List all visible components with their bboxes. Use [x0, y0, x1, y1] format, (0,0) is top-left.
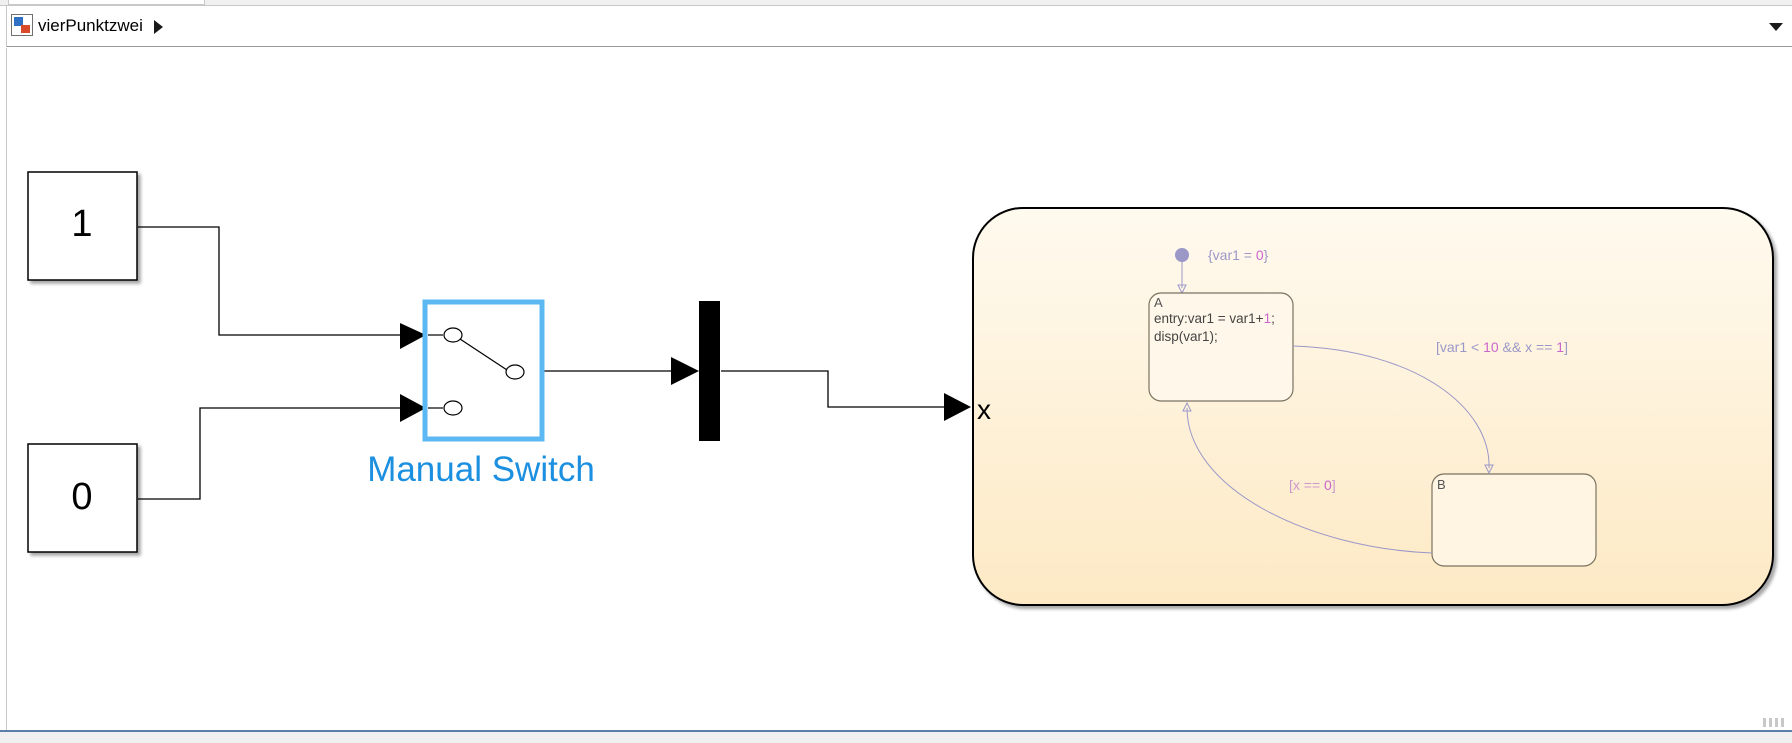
arrowheads [400, 323, 971, 422]
arrowhead-chart-in [944, 393, 971, 421]
transition-a-to-b-label[interactable]: [var1 < 10 && x == 1] [1436, 339, 1568, 355]
arrowhead-mux-in [671, 357, 699, 385]
window-top-strip [0, 0, 1792, 6]
signal-line-const1[interactable] [138, 226, 408, 336]
switch-contact-bottom [443, 400, 463, 416]
state-b[interactable]: B [1431, 473, 1597, 567]
manual-switch-block[interactable]: Manual Switch [367, 299, 595, 489]
signal-line-mux-out[interactable] [721, 370, 953, 408]
diagram-svg: 1 0 Manual Switch x {var1 [27, 171, 1774, 606]
signal-line-const0[interactable] [138, 407, 408, 500]
model-icon [11, 14, 33, 36]
switch-lever [459, 338, 508, 371]
explorer-bar-menu-icon[interactable] [1769, 23, 1783, 31]
arrowhead-switch-in2 [400, 394, 426, 422]
state-b-name: B [1437, 477, 1446, 492]
window-tab[interactable] [8, 0, 205, 5]
constant-block-1[interactable]: 1 [27, 171, 138, 281]
state-a-entry-action: entry:var1 = var1+1; [1154, 311, 1275, 326]
breadcrumb: vierPunktzwei [6, 6, 1792, 47]
resize-grip-icon[interactable] [1762, 716, 1788, 728]
chart-input-port-label: x [977, 394, 991, 425]
manual-switch-label: Manual Switch [367, 450, 595, 489]
transition-b-to-a-label[interactable]: [x == 0] [1289, 477, 1336, 493]
status-bar [0, 730, 1792, 743]
transition-b-to-a[interactable] [1186, 407, 1433, 554]
arrowhead-switch-in1 [400, 323, 426, 349]
breadcrumb-model-name[interactable]: vierPunktzwei [38, 16, 143, 35]
constant-block-0-value: 0 [71, 476, 92, 518]
switch-contact-top [443, 327, 463, 343]
state-a-disp-action: disp(var1); [1154, 329, 1218, 344]
constant-block-1-value: 1 [71, 203, 92, 245]
default-transition-dot[interactable] [1175, 248, 1189, 262]
signal-lines [138, 226, 953, 500]
breadcrumb-expand-arrow-icon[interactable] [154, 20, 163, 34]
mux-block[interactable] [699, 301, 720, 441]
stateflow-chart-block[interactable]: x {var1 = 0} A entry:var1 = var1+1; disp… [972, 207, 1774, 606]
transition-a-to-b[interactable] [1292, 345, 1490, 469]
switch-contact-output [505, 364, 525, 380]
diagram-canvas[interactable]: 1 0 Manual Switch x {var1 [6, 48, 1792, 730]
state-a[interactable]: A entry:var1 = var1+1; disp(var1); [1148, 292, 1294, 402]
default-transition-action[interactable]: {var1 = 0} [1208, 247, 1269, 263]
state-a-name: A [1154, 295, 1163, 310]
constant-block-0[interactable]: 0 [27, 443, 138, 553]
